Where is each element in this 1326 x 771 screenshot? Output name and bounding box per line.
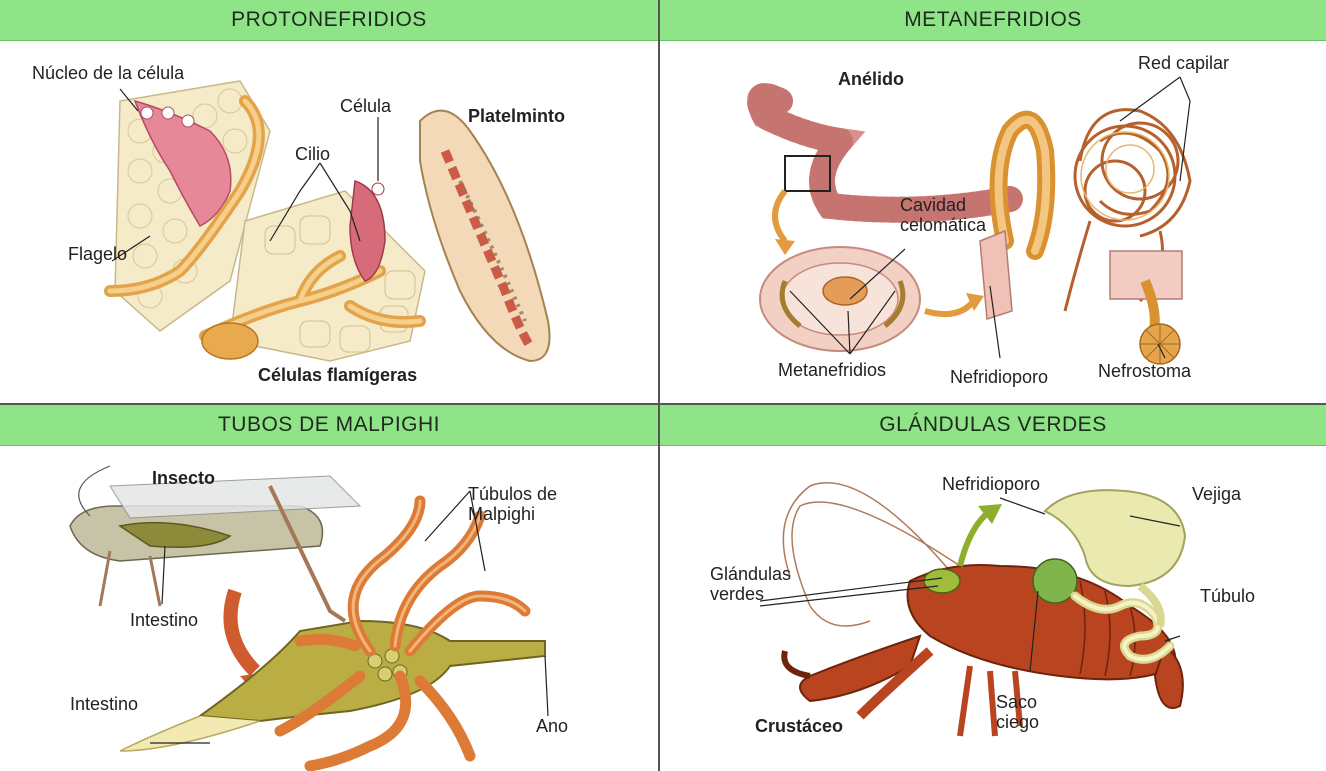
label-nefridioporo: Nefridioporo	[950, 367, 1048, 387]
label-anelido: Anélido	[838, 69, 904, 89]
panel-title-metanefridios: METANEFRIDIOS	[660, 0, 1326, 41]
label-nucleo: Núcleo de la célula	[32, 63, 184, 83]
label-nefrostoma: Nefrostoma	[1098, 361, 1191, 381]
panel-glandulas: GLÁNDULAS VERDES	[660, 405, 1326, 771]
label-cilio: Cilio	[295, 144, 330, 164]
flame-cell-tissue-center	[230, 191, 425, 361]
panel-protonefridios: PROTONEFRIDIOS	[0, 0, 658, 403]
label-intestino-insect: Intestino	[130, 610, 198, 630]
label-intestino-tract: Intestino	[70, 694, 138, 714]
panel-title-glandulas: GLÁNDULAS VERDES	[660, 405, 1326, 446]
label-ano: Ano	[536, 716, 568, 736]
label-saco-ciego: Saco ciego	[996, 692, 1039, 732]
label-metanefridios: Metanefridios	[778, 360, 886, 380]
label-insecto: Insecto	[152, 468, 215, 488]
label-celula: Célula	[340, 96, 391, 116]
label-platelminto: Platelminto	[468, 106, 565, 126]
label-nefridioporo-crustaceo: Nefridioporo	[942, 474, 1040, 494]
panel-malpighi: TUBOS DE MALPIGHI	[0, 405, 658, 771]
label-red-capilar: Red capilar	[1138, 53, 1229, 73]
panel-title-protonefridios: PROTONEFRIDIOS	[0, 0, 658, 41]
panel-body-glandulas: Nefridioporo Vejiga Glándulas verdes Túb…	[660, 446, 1326, 771]
saco-ciego-ball	[1033, 559, 1077, 603]
divider-horizontal	[0, 403, 1326, 405]
label-crustaceo: Crustáceo	[755, 716, 843, 736]
panel-body-protonefridios: Núcleo de la célula Célula Platelminto C…	[0, 41, 658, 403]
label-vejiga: Vejiga	[1192, 484, 1241, 504]
panel-metanefridios: METANEFRIDIOS	[660, 0, 1326, 403]
metanefridios-illustration	[660, 41, 1326, 403]
panel-body-metanefridios: Red capilar Anélido Cavidad celomática M…	[660, 41, 1326, 403]
panel-body-malpighi: Insecto Túbulos de Malpighi Intestino In…	[0, 446, 658, 771]
label-tubulos: Túbulos de Malpighi	[468, 484, 557, 524]
green-gland	[924, 569, 960, 593]
label-tubulo: Túbulo	[1200, 586, 1255, 606]
label-cavidad: Cavidad celomática	[900, 195, 986, 235]
label-flagelo: Flagelo	[68, 244, 127, 264]
panel-title-malpighi: TUBOS DE MALPIGHI	[0, 405, 658, 446]
label-celulas-flamigeras: Células flamígeras	[258, 365, 417, 385]
crayfish-claw	[800, 636, 920, 701]
protonefridios-illustration	[0, 41, 658, 403]
insect-grasshopper	[70, 466, 360, 621]
label-glandulas-verdes: Glándulas verdes	[710, 564, 791, 604]
divider-vertical	[658, 0, 660, 771]
